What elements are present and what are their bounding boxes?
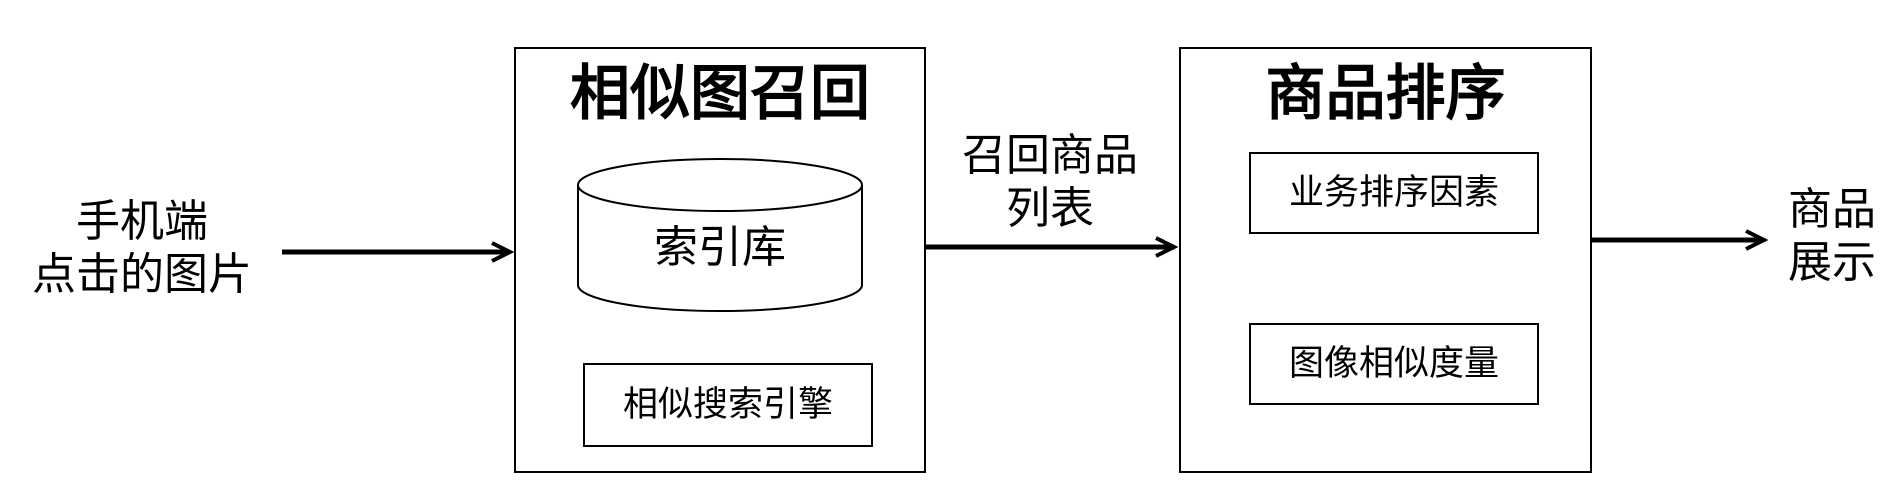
- recall-module-title: 相似图召回: [570, 59, 870, 129]
- recall-output-line1: 召回商品: [962, 130, 1138, 181]
- output-label-line1: 商品: [1788, 184, 1876, 235]
- recall-output-label: 召回商品 列表: [930, 130, 1170, 236]
- business-factor-label: 业务排序因素: [1288, 173, 1499, 213]
- image-similarity-box: [1249, 323, 1539, 405]
- business-factor-box: [1249, 152, 1539, 234]
- output-label: 商品 展示: [1772, 184, 1892, 290]
- index-database-label: 索引库: [654, 222, 786, 273]
- output-label-line2: 展示: [1788, 236, 1876, 288]
- input-label-line2: 点击的图片: [32, 248, 252, 300]
- recall-module-box: [514, 47, 926, 473]
- rank-module-box: [1179, 47, 1592, 473]
- search-engine-box: [583, 363, 873, 447]
- image-similarity-label: 图像相似度量: [1288, 344, 1499, 384]
- recall-output-line2: 列表: [1006, 182, 1094, 234]
- rank-module-title: 商品排序: [1265, 59, 1506, 129]
- input-label: 手机端 点击的图片: [22, 196, 262, 302]
- input-label-line1: 手机端: [76, 196, 208, 247]
- index-database-cylinder: [577, 158, 863, 312]
- search-engine-label: 相似搜索引擎: [622, 385, 833, 425]
